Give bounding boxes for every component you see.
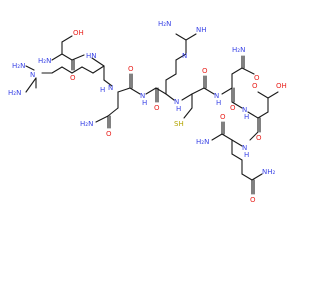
atom-label: O [230, 104, 236, 112]
atom-label: O [254, 74, 260, 82]
atom-label: O [128, 65, 134, 73]
atom-label: O [106, 130, 112, 138]
arginine-2-residue [129, 33, 197, 103]
atom-label: H₂N [8, 89, 21, 97]
peptide-structure: H₂N OH O HN H₂N N H₂N N H O O [8, 20, 287, 204]
atom-label: N [140, 92, 145, 100]
atom-label: H [244, 113, 249, 121]
cysteine-residue [165, 75, 207, 119]
atom-label: H₂N [196, 138, 209, 146]
atom-label: H [176, 105, 181, 113]
atom-label: O [202, 67, 208, 75]
atom-label: H₂N [38, 57, 51, 65]
atom-label: H [216, 99, 221, 107]
atom-label: NH [196, 26, 207, 34]
arginine-1-residue [25, 57, 105, 93]
atom-label: H₂N [12, 62, 25, 70]
atom-label: O [154, 104, 160, 112]
atom-label: N [182, 52, 187, 60]
molecule-drawing: H₂N OH O HN H₂N N H₂N N H O O [8, 20, 287, 204]
atom-label: O [70, 74, 76, 82]
atom-label: O [256, 134, 262, 142]
atom-label: SH [174, 120, 184, 128]
atom-label: H₂N [232, 46, 245, 54]
atom-label: N [214, 92, 219, 100]
asparagine-1-residue [95, 73, 133, 129]
atom-label: OH [276, 82, 287, 90]
atom-label: O [252, 82, 258, 90]
atom-label: O [250, 196, 256, 204]
aspartate-residue [231, 91, 279, 133]
atom-label: H₂N [80, 120, 93, 128]
atom-label: N [242, 144, 247, 152]
atom-label: O [220, 113, 226, 121]
atom-label: N [30, 71, 35, 79]
atom-label: N [108, 84, 113, 92]
serine-residue [51, 35, 85, 71]
atom-label: N [242, 106, 247, 114]
atom-label: H [244, 151, 249, 159]
asparagine-2-residue [203, 55, 255, 103]
atom-label: OH [73, 29, 84, 37]
atom-label: HN [86, 52, 97, 60]
atom-label: H₂N [158, 20, 171, 28]
glutamine-residue [211, 121, 263, 195]
atom-label: H [100, 86, 105, 94]
atom-label: NH₂ [262, 168, 276, 176]
atom-label: H [142, 99, 147, 107]
atom-label: N [174, 98, 179, 106]
